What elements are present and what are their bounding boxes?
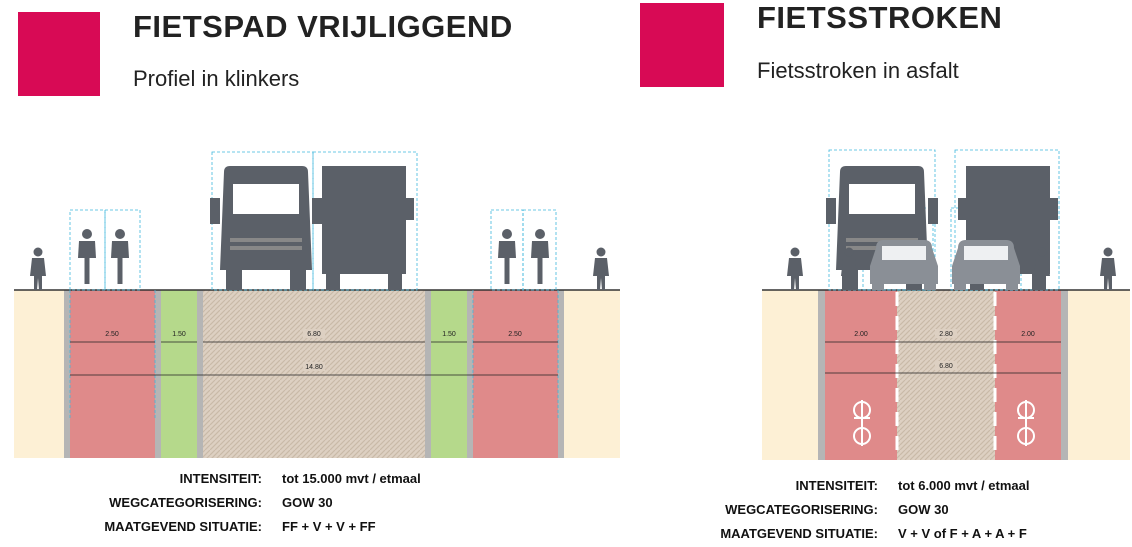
right-cross-section: 2.00 2.80 2.00 6.80	[762, 149, 1130, 460]
left-truck-back-icon	[314, 166, 414, 290]
info-label: WEGCATEGORISERING:	[725, 501, 878, 517]
left-cyclist-icon-4	[531, 229, 549, 284]
left-cyclist-icon-2	[111, 229, 129, 284]
left-pedestrian-icon-2	[593, 247, 609, 290]
left-curb-4	[425, 290, 431, 458]
info-label: INTENSITEIT:	[179, 470, 262, 486]
right-title: FIETSSTROKEN	[757, 0, 1003, 35]
right-pedestrian-icon-4	[1100, 247, 1116, 290]
right-info-table: INTENSITEIT: tot 6.000 mvt / etmaal WEGC…	[660, 473, 1030, 545]
dim-berm-left: 1.50	[172, 331, 186, 338]
left-verge-left	[161, 290, 197, 458]
right-pedestrian-icon	[787, 247, 803, 290]
info-value: tot 15.000 mvt / etmaal	[282, 470, 421, 486]
left-roadway	[203, 290, 425, 458]
info-value: FF + V + V + FF	[282, 518, 376, 534]
left-verge-right	[431, 290, 467, 458]
left-curb-2	[155, 290, 161, 458]
right-sidewalk-right	[1068, 290, 1130, 460]
right-car-icon-1	[870, 240, 938, 290]
left-sidewalk-left	[14, 290, 64, 458]
info-label: WEGCATEGORISERING:	[109, 494, 262, 510]
left-dimension-lines	[70, 341, 558, 376]
right-info-row-wegcategorisering: WEGCATEGORISERING: GOW 30	[660, 497, 1030, 521]
left-truck-front-icon	[210, 166, 322, 290]
left-curb-3	[197, 290, 203, 458]
info-value: GOW 30	[282, 494, 333, 510]
left-info-table: INTENSITEIT: tot 15.000 mvt / etmaal WEG…	[40, 466, 421, 538]
dim-strook-left: 2.00	[854, 331, 868, 338]
right-info-row-maatgevend: MAATGEVEND SITUATIE: V + V of F + A + A …	[660, 521, 1030, 545]
dim-berm-right: 1.50	[442, 331, 456, 338]
left-sidewalk-right	[564, 290, 620, 458]
info-label: MAATGEVEND SITUATIE:	[104, 518, 262, 534]
left-cyclist-icon-3	[498, 229, 516, 284]
right-subtitle: Fietsstroken in asfalt	[757, 58, 959, 83]
info-value: GOW 30	[898, 501, 949, 517]
right-curb-1	[818, 290, 825, 460]
left-info-row-intensiteit: INTENSITEIT: tot 15.000 mvt / etmaal	[40, 466, 421, 490]
dim-fietspad-left: 2.50	[105, 331, 119, 338]
right-lane-markings	[895, 292, 997, 458]
right-bike-symbol-right	[1017, 400, 1035, 446]
dim-total-left: 14.80	[305, 364, 323, 371]
info-value: V + V of F + A + A + F	[898, 525, 1027, 541]
right-centre-strip	[897, 290, 995, 460]
right-bikelane-right	[995, 290, 1061, 460]
left-cyclist-icon-1	[78, 229, 96, 284]
left-curb-1	[64, 290, 70, 458]
left-curb-5	[467, 290, 473, 458]
left-color-swatch	[18, 12, 100, 96]
right-dimension-lines	[825, 341, 1061, 374]
right-bike-symbol-left	[853, 400, 871, 446]
dim-strook-right: 2.00	[1021, 331, 1035, 338]
dim-fietspad-right: 2.50	[508, 331, 522, 338]
dim-rijbaan: 6.80	[307, 331, 321, 338]
left-info-row-wegcategorisering: WEGCATEGORISERING: GOW 30	[40, 490, 421, 514]
right-sidewalk-left	[762, 290, 818, 460]
dim-midden: 2.80	[939, 331, 953, 338]
left-bikepath-left	[70, 290, 155, 458]
left-subtitle: Profiel in klinkers	[133, 66, 300, 91]
info-value: tot 6.000 mvt / etmaal	[898, 477, 1030, 493]
right-curb-2	[1061, 290, 1068, 460]
left-cross-section: 2.50 1.50 6.80 1.50 2.50 14.80	[14, 151, 620, 458]
right-car-icon-2	[952, 240, 1020, 290]
left-info-row-maatgevend: MAATGEVEND SITUATIE: FF + V + V + FF	[40, 514, 421, 538]
left-curb-6	[558, 290, 564, 458]
info-label: MAATGEVEND SITUATIE:	[720, 525, 878, 541]
left-pedestrian-icon	[30, 247, 46, 290]
left-bikepath-right	[473, 290, 558, 458]
right-color-swatch	[640, 3, 724, 87]
info-label: INTENSITEIT:	[795, 477, 878, 493]
left-title: FIETSPAD VRIJLIGGEND	[133, 9, 513, 44]
right-info-row-intensiteit: INTENSITEIT: tot 6.000 mvt / etmaal	[660, 473, 1030, 497]
dim-total-right: 6.80	[939, 363, 953, 370]
